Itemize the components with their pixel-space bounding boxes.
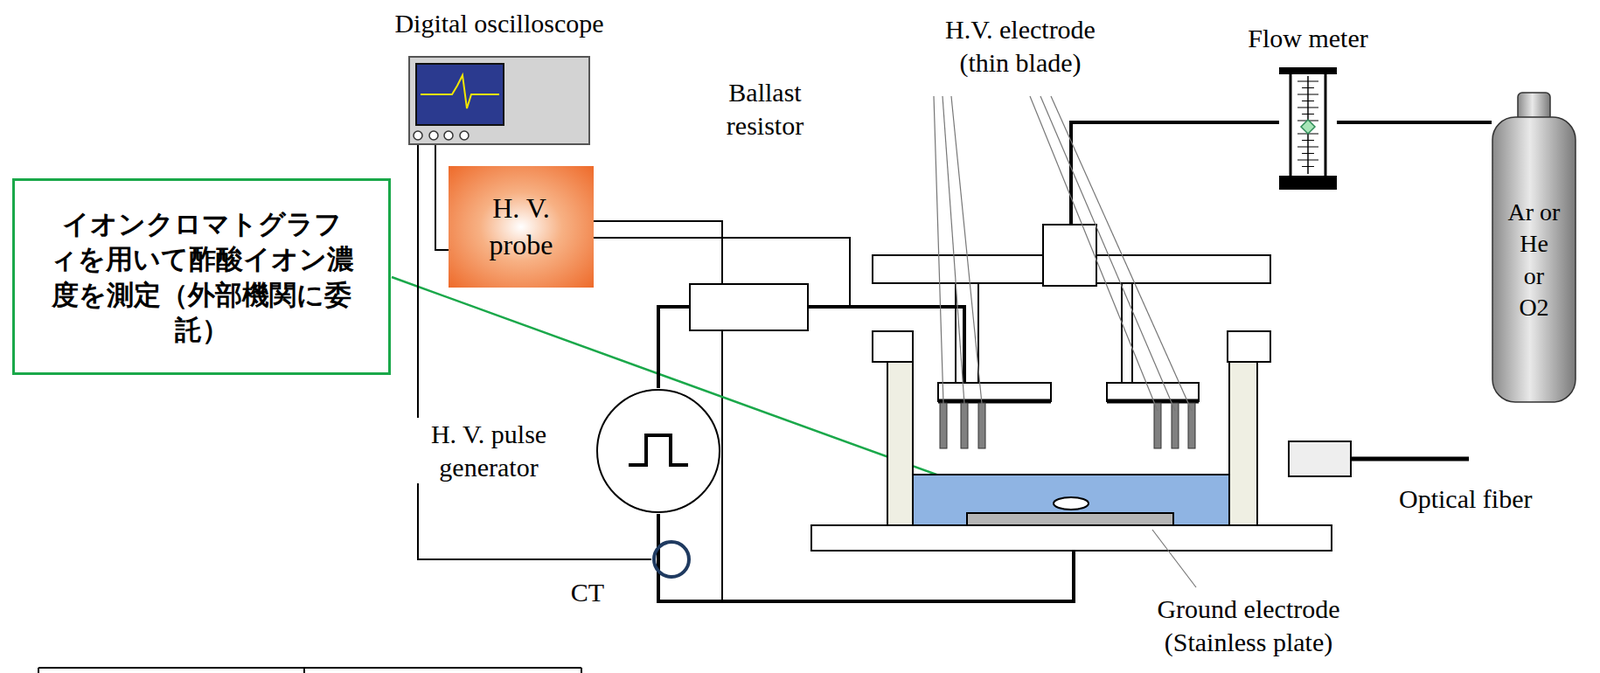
- part-label: H.V. electrode (thin blade): [924, 13, 1117, 79]
- flow-meter-shape: [1279, 67, 1337, 190]
- sample: [1053, 497, 1089, 510]
- label-text: Digital oscilloscope: [376, 6, 622, 41]
- oscilloscope-shape: [408, 55, 591, 146]
- base-plate: [811, 525, 1332, 551]
- rod: [1131, 283, 1134, 383]
- flow-meter: Flow meter: [1279, 67, 1337, 190]
- current-transformer: CT: [651, 539, 692, 580]
- wall-cap-left: [872, 331, 913, 362]
- hv-probe-text-area: H. V. probe: [448, 166, 594, 288]
- electrode-leaders: [933, 96, 1197, 588]
- wire: [593, 221, 723, 284]
- wall-left: [887, 361, 913, 526]
- label-text: CT: [561, 576, 614, 610]
- part-label: Ground electrode (Stainless plate): [1117, 592, 1380, 659]
- blade: [939, 403, 947, 449]
- optical-fiber: Optical fiber: [1287, 440, 1352, 478]
- pulse-generator: H. V. pulse generator: [595, 388, 722, 515]
- rod: [1120, 283, 1123, 383]
- blade-holder: [938, 382, 1051, 402]
- label-text: Ballast resistor: [699, 76, 831, 142]
- pulse-generator-shape: [595, 388, 722, 515]
- callout-box-text-area: イオンクロマトグラフィを用いて酢酸イオン濃度を測定（外部機関に委託）: [14, 180, 389, 373]
- blade: [960, 403, 968, 449]
- label-text: Optical fiber: [1398, 482, 1574, 516]
- label-text: H. V. pulse generator: [405, 417, 572, 484]
- label-text: H. V. probe: [473, 190, 570, 264]
- reactor: [811, 224, 1332, 551]
- wall-right: [1229, 361, 1258, 526]
- current-transformer-shape: [651, 539, 692, 580]
- gas-block: [1043, 224, 1097, 286]
- gas-cylinder-text-area: Ar or He or O2: [1491, 117, 1577, 404]
- gas-cylinder: Ar or He or O2: [1491, 91, 1577, 404]
- label-text: Flow meter: [1220, 21, 1396, 56]
- wire: [658, 306, 689, 389]
- hv-probe: H. V. probe: [448, 166, 594, 288]
- ground-electrode: [966, 513, 1174, 526]
- probe-ground-lead: [721, 331, 724, 602]
- table-fragment: [38, 667, 582, 673]
- callout-box: イオンクロマトグラフィを用いて酢酸イオン濃度を測定（外部機関に委託）: [12, 178, 391, 376]
- wire: [1336, 120, 1492, 125]
- wire: [417, 145, 652, 560]
- label-text: イオンクロマトグラフィを用いて酢酸イオン濃度を測定（外部機関に委託）: [48, 206, 355, 348]
- wires: [593, 122, 1469, 602]
- ballast-resistor: Ballast resistor: [688, 283, 809, 332]
- fiber-line: [1351, 457, 1469, 462]
- liquid: [912, 474, 1230, 526]
- blade: [978, 403, 986, 449]
- wall-cap-right: [1227, 331, 1271, 362]
- wire: [435, 145, 449, 251]
- oscilloscope: Digital oscilloscope: [408, 55, 591, 146]
- label-text: Ar or He or O2: [1508, 196, 1561, 325]
- holder-edge: [938, 399, 1051, 404]
- rod: [954, 283, 957, 383]
